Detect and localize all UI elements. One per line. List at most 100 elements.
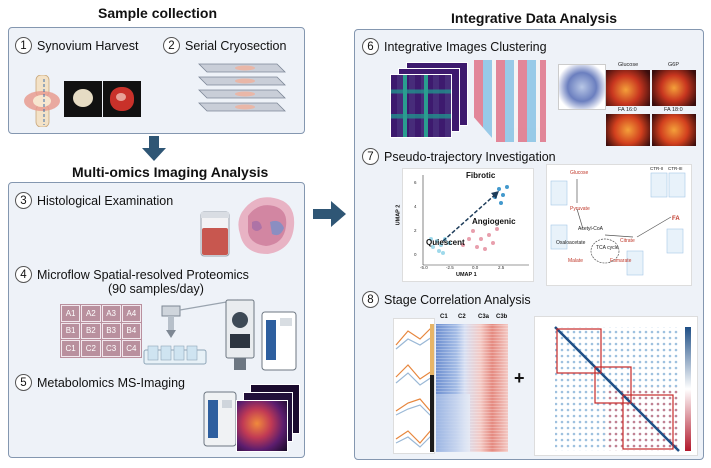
- umap-ytick-0: 6: [414, 180, 417, 185]
- step-6: 6 Integrative Images Clustering: [362, 38, 547, 55]
- step-5: 5 Metabolomics MS-Imaging: [15, 374, 185, 391]
- stage-heatmap-header-c3a: C3a: [478, 314, 490, 320]
- pathway-node-malate: Malate: [568, 258, 584, 264]
- plus-sign: +: [514, 368, 525, 388]
- stage-trend-line-panels: [393, 318, 435, 454]
- metabolite-map-g6p: [652, 70, 696, 106]
- metabolite-label-g6p: G6P: [668, 62, 680, 68]
- step-2-label: Serial Cryosection: [185, 38, 287, 53]
- umap-quiescent-cluster: [429, 237, 451, 255]
- step-6-number: 6: [362, 38, 379, 55]
- step-7-label: Pseudo-trajectory Investigation: [384, 149, 556, 164]
- metabolite-map-fa160: [606, 114, 650, 146]
- step-7-number: 7: [362, 148, 379, 165]
- well-cell: B3: [101, 322, 121, 340]
- umap-label-angiogenic: Angiogenic: [472, 217, 516, 226]
- step-3: 3 Histological Examination: [15, 192, 173, 209]
- correlation-matrix-large: [534, 316, 698, 456]
- stage-heatmap-group-bar: [430, 324, 434, 452]
- well-cell: C2: [81, 340, 101, 357]
- step-7: 7 Pseudo-trajectory Investigation: [362, 148, 556, 165]
- pathway-box-ctr2: CTR-II: [650, 166, 664, 171]
- pathway-node-fa: FA: [672, 216, 680, 222]
- step-2-number: 2: [163, 37, 180, 54]
- step-1-label: Synovium Harvest: [37, 38, 139, 53]
- knee-joint-illustration: [24, 75, 60, 127]
- metabolic-pathway-diagram: [546, 164, 692, 286]
- umap-trajectory-arrow: [442, 192, 498, 242]
- step-4-number: 4: [15, 266, 32, 283]
- metabolite-label-glucose: Glucose: [618, 62, 639, 68]
- pathway-node-fumarate: Fumarate: [610, 258, 632, 264]
- stage-heatmap-header-c1: C1: [440, 314, 448, 320]
- umap-xtick-2: 0.0: [472, 265, 479, 270]
- umap-ytick-3: 0: [414, 252, 417, 257]
- well-cell: C1: [61, 340, 81, 357]
- umap-label-fibrotic: Fibrotic: [466, 171, 496, 180]
- staining-jar-icon: [200, 211, 230, 257]
- well-cell: A3: [101, 305, 121, 322]
- step-8-number: 8: [362, 291, 379, 308]
- step-2: 2 Serial Cryosection: [163, 37, 286, 54]
- well-cell: A2: [81, 305, 101, 322]
- step-1: 1 Synovium Harvest: [15, 37, 138, 54]
- step-8: 8 Stage Correlation Analysis: [362, 291, 531, 308]
- step-6-label: Integrative Images Clustering: [384, 39, 547, 54]
- pathway-box-ctr3: CTR-III: [668, 166, 683, 171]
- correlation-matrix-small: [474, 60, 546, 142]
- ms-imaging-instrument-illustration: [203, 391, 237, 447]
- microdissection-well-grid: A1 A2 A3 A4 B1 B2 B3 B4 C1 C2 C3 C4: [60, 304, 142, 358]
- synovium-sample-photo-1: [64, 81, 102, 117]
- pathway-node-citrate: Citrate: [620, 238, 635, 244]
- step-3-number: 3: [15, 192, 32, 209]
- well-cell: B4: [121, 322, 141, 340]
- umap-angiogenic-cluster: [461, 227, 499, 251]
- umap-ylabel: UMAP 2: [395, 204, 402, 226]
- step-5-label: Metabolomics MS-Imaging: [37, 375, 185, 390]
- well-cell: A1: [61, 305, 81, 322]
- tissue-annotation-image: [558, 64, 606, 110]
- metabolite-map-glucose: [606, 70, 650, 106]
- step-3-label: Histological Examination: [37, 193, 174, 208]
- pathway-node-acetylcoa: Acetyl-CoA: [578, 226, 604, 232]
- integrative-analysis-title: Integrative Data Analysis: [451, 10, 617, 26]
- stage-heatmap-header-c3b: C3b: [496, 314, 508, 320]
- well-cell: B2: [81, 322, 101, 340]
- step-8-label: Stage Correlation Analysis: [384, 292, 531, 307]
- step-4-label: Microflow Spatial-resolved Proteomics: [37, 267, 249, 282]
- pathway-node-pyruvate: Pyruvate: [570, 206, 590, 212]
- step-1-number: 1: [15, 37, 32, 54]
- metabolite-label-fa180: FA 18:0: [664, 107, 683, 113]
- cluster-heatmap-front: [390, 74, 452, 138]
- right-arrow-icon: [313, 201, 346, 227]
- umap-label-quiescent: Quiescent: [426, 238, 465, 247]
- cryosection-slides-illustration: [198, 63, 286, 112]
- proteomics-throughput-note: (90 samples/day): [108, 282, 204, 296]
- umap-xtick-1: -2.5: [446, 265, 454, 270]
- step-5-number: 5: [15, 374, 32, 391]
- well-cell: C3: [101, 340, 121, 357]
- histology-tissue-image: [238, 197, 295, 254]
- umap-xtick-0: -5.0: [420, 265, 428, 270]
- pathway-node-tca: TCA cycle: [596, 245, 619, 251]
- umap-xtick-3: 2.5: [498, 265, 505, 270]
- well-cell: A4: [121, 305, 141, 322]
- pathway-node-glucose: Glucose: [570, 170, 589, 176]
- metabolite-map-fa180: [652, 114, 696, 146]
- umap-plot: [402, 168, 534, 282]
- metabolite-label-fa160: FA 16:0: [618, 107, 637, 113]
- metabolite-image-stack: [236, 384, 300, 452]
- synovium-sample-photo-2: [103, 81, 141, 117]
- pathway-node-oxaloacetate: Oxaloacetate: [556, 240, 586, 246]
- well-cell: B1: [61, 322, 81, 340]
- well-cell: C4: [121, 340, 141, 357]
- down-arrow-icon: [142, 136, 166, 161]
- cluster-heatmap-stack: [390, 62, 472, 138]
- sample-collection-title: Sample collection: [98, 5, 218, 21]
- umap-ytick-2: 2: [414, 228, 417, 233]
- umap-xlabel: UMAP 1: [456, 272, 477, 278]
- umap-ytick-1: 4: [414, 204, 417, 209]
- stage-heatmap-header-c2: C2: [458, 314, 466, 320]
- stage-heatmap: [436, 324, 508, 452]
- step-4: 4 Microflow Spatial-resolved Proteomics: [15, 266, 249, 283]
